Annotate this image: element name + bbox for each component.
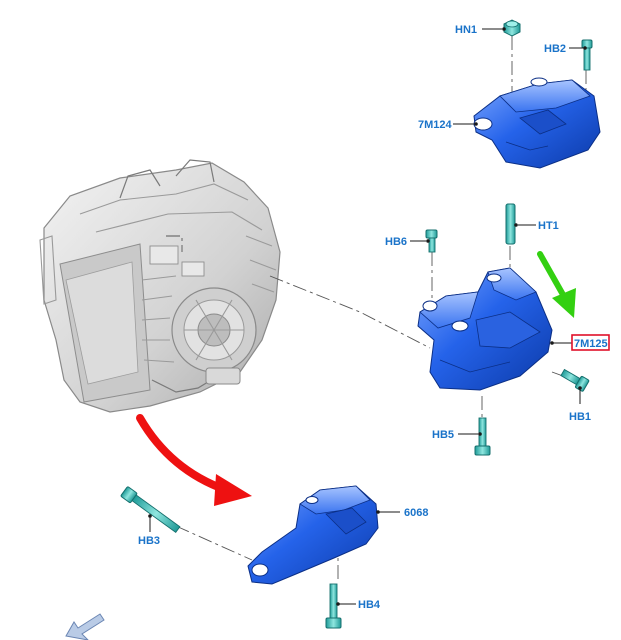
label-hb4: HB4 [358, 599, 381, 611]
label-ht1: HT1 [538, 220, 559, 232]
label-hb3: HB3 [138, 535, 160, 547]
label-hn1: HN1 [455, 24, 477, 36]
transaxle-assembly [39, 159, 281, 413]
curved-arrow-icon [136, 414, 252, 506]
label-hb2: HB2 [544, 43, 566, 55]
label-6068: 6068 [404, 507, 428, 519]
label-7m125[interactable]: 7M125 [574, 338, 608, 350]
part-6068-mount-arm [247, 485, 379, 585]
callout-leaders [148, 27, 587, 606]
highlight-box [571, 334, 610, 351]
part-7m124-bracket [473, 77, 601, 169]
label-hb6: HB6 [385, 236, 407, 248]
fastener-hb2-bolt [581, 39, 593, 71]
label-hb1: HB1 [569, 411, 591, 423]
fastener-hn1-nut [503, 19, 521, 37]
fastener-hb6-bolt [425, 229, 438, 253]
fastener-hb1-bolt [560, 368, 590, 392]
arrow-down-right-icon [537, 251, 576, 318]
arrow-down-left-icon[interactable] [65, 613, 105, 640]
fastener-hb4-bolt [325, 583, 342, 629]
label-7m124: 7M124 [418, 119, 453, 131]
fastener-ht1-stud [505, 203, 516, 245]
fastener-hb5-bolt [474, 417, 491, 456]
fastener-hb3-bolt [120, 486, 181, 534]
label-hb5: HB5 [432, 429, 454, 441]
part-7m125-mount [417, 267, 553, 391]
